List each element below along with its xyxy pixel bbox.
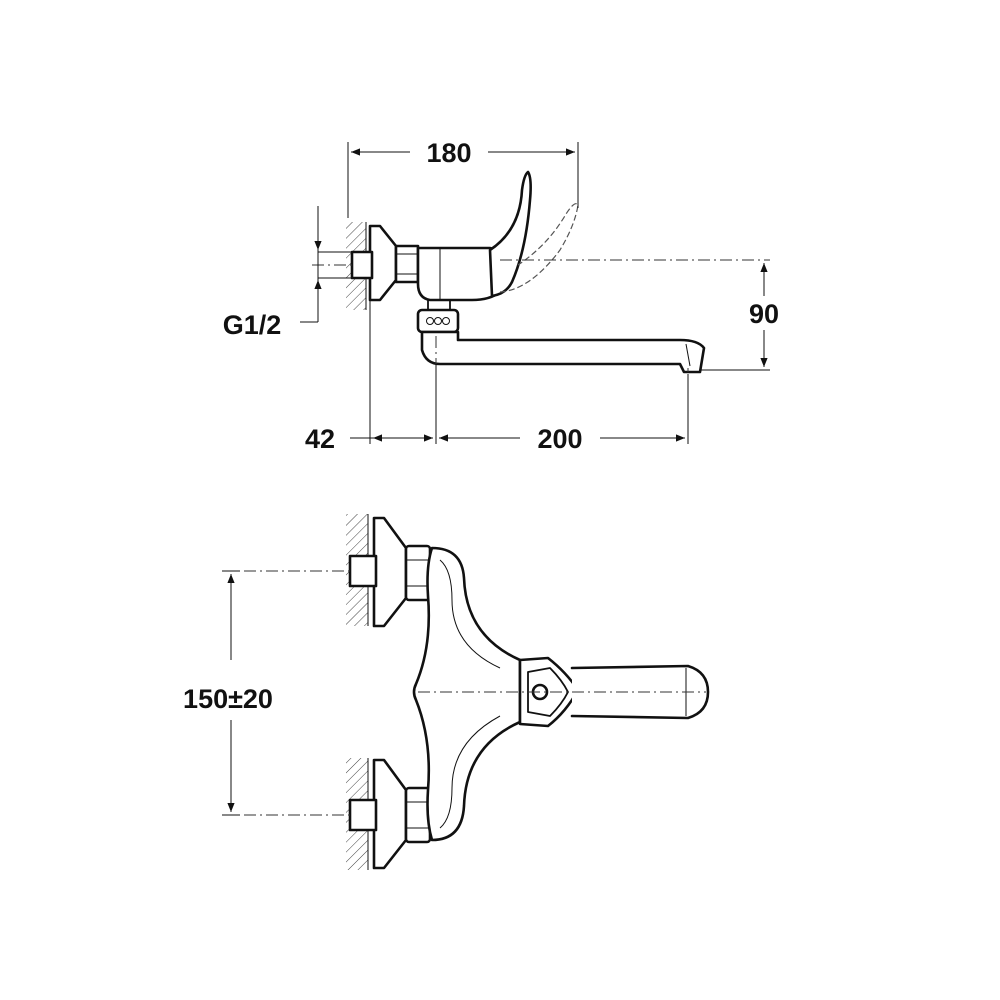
nut-side [394, 244, 420, 284]
dim-label-42: 42 [305, 424, 335, 454]
dim-label-200: 200 [537, 424, 582, 454]
top-view: 150±20 [183, 514, 710, 870]
inlet-stub-top-lower [348, 798, 378, 832]
dim-label-180: 180 [426, 138, 471, 168]
wall-flange-top-lower [372, 758, 408, 870]
nut-top-upper [404, 544, 432, 602]
valve-body-top [412, 546, 522, 842]
spout-side [420, 330, 706, 374]
lever-ghost-side [499, 203, 579, 293]
wall-flange-side [368, 224, 398, 302]
dim-label-thread: G1/2 [223, 310, 282, 340]
inlet-stub-side [350, 250, 374, 280]
wall-flange-top-upper [372, 516, 408, 628]
dim-label-150: 150±20 [183, 684, 273, 714]
dim-label-90: 90 [749, 299, 779, 329]
side-view: 180 G1/2 90 42 200 [223, 138, 779, 454]
swivel-ring-side [416, 308, 460, 334]
lever-handle-side [488, 170, 532, 298]
valve-body-side [416, 246, 502, 302]
inlet-stub-top-upper [348, 554, 378, 588]
